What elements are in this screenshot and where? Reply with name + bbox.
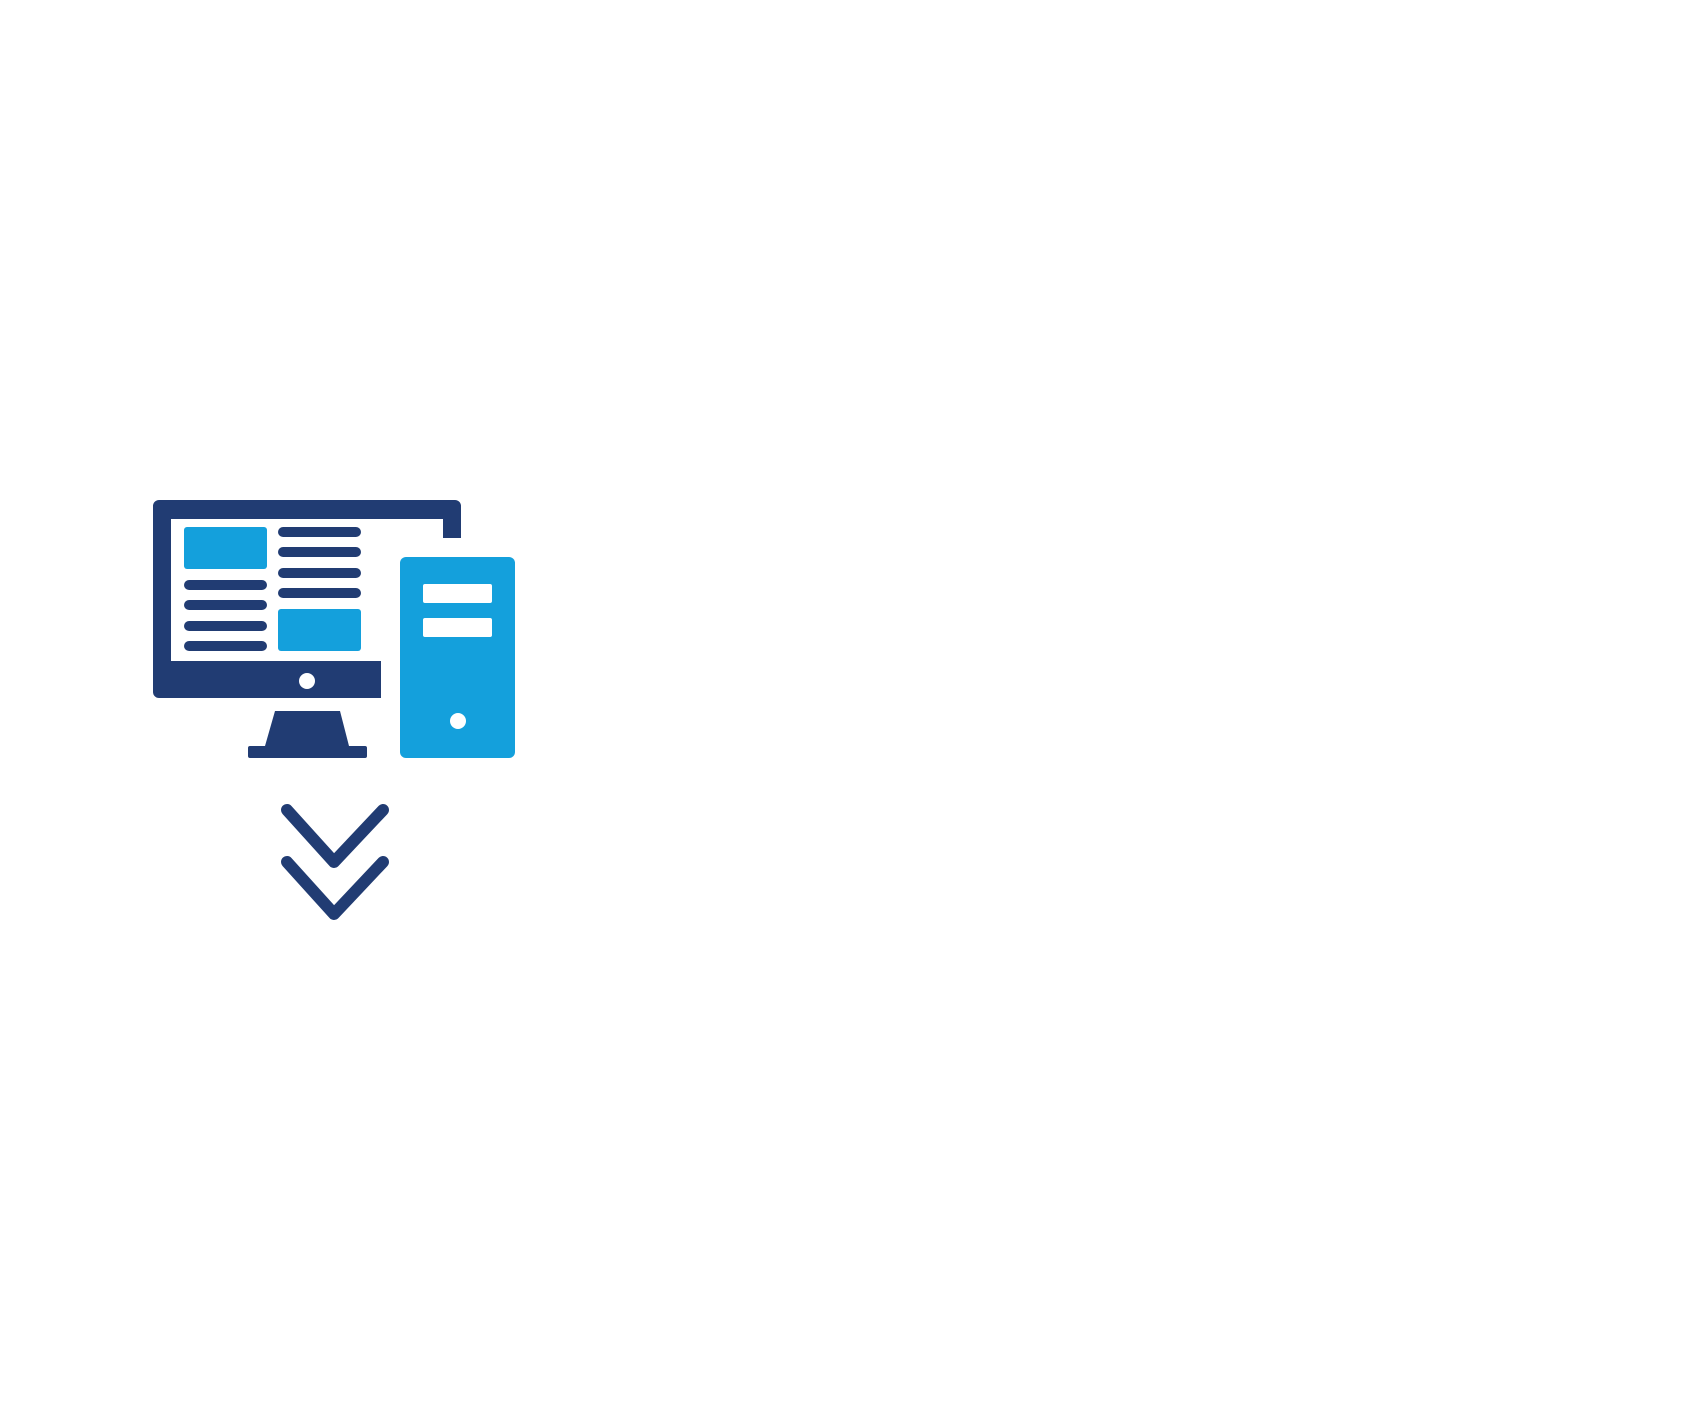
screen-block bbox=[278, 609, 361, 651]
screen-text-lines bbox=[184, 527, 361, 651]
tower-drive-slot bbox=[423, 584, 492, 603]
tower-body bbox=[400, 557, 515, 758]
screen-text-line bbox=[184, 580, 267, 590]
monitor-power-dot bbox=[299, 673, 315, 689]
desktop-monitor-icon bbox=[153, 500, 461, 758]
chevron-down-icon bbox=[281, 804, 389, 868]
screen-text-line bbox=[184, 600, 267, 610]
monitor-frame bbox=[153, 500, 461, 698]
screen-text-line bbox=[278, 547, 361, 557]
screen-text-line bbox=[278, 527, 361, 537]
screen-block bbox=[184, 527, 267, 569]
tower-drive-slot bbox=[423, 618, 492, 637]
screen-text-line bbox=[278, 588, 361, 598]
tower-power-dot bbox=[450, 713, 466, 729]
chevron-down-icon bbox=[281, 856, 389, 920]
computer-tower-icon bbox=[400, 557, 515, 758]
screen-text-line bbox=[278, 568, 361, 578]
screen-text-line bbox=[184, 621, 267, 631]
screen-text-line bbox=[184, 641, 267, 651]
double-chevron-down-icon bbox=[281, 804, 389, 920]
monitor-stand bbox=[248, 711, 367, 758]
